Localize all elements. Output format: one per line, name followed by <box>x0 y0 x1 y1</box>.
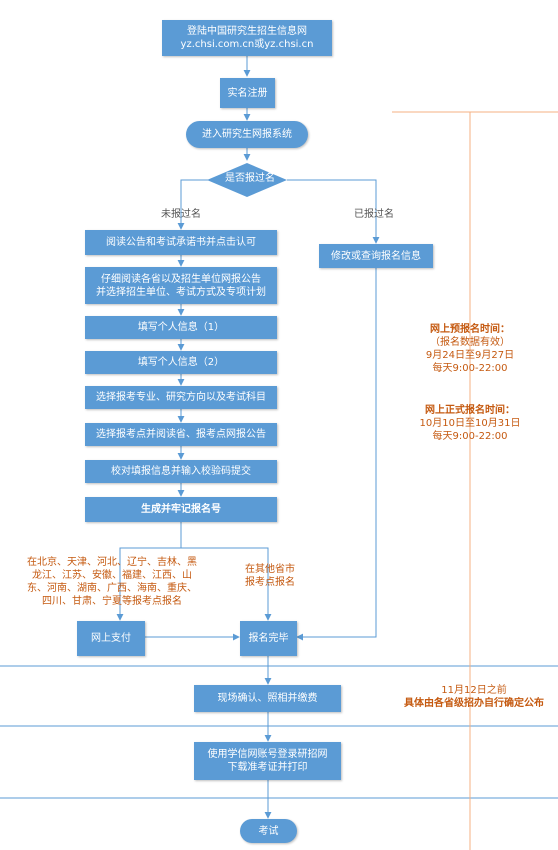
other-line-1: 在其他省市 <box>245 564 295 575</box>
step-registration-number[interactable]: 生成并牢记报名号 <box>85 497 277 522</box>
branch-label-no: 未报过名 <box>161 209 201 220</box>
other-provinces-note: 在其他省市 报考点报名 <box>238 563 302 589</box>
download-admission-box[interactable]: 使用学信网账号登录研招网 下载准考证并打印 <box>194 742 341 780</box>
pre-registration-dates: 9月24日至9月27日 <box>425 350 515 361</box>
step-select-unit-line2: 并选择招生单位、考试方式及专项计划 <box>96 286 266 298</box>
provinces-line-3: 东、河南、湖南、广西、海南、重庆、 <box>27 583 197 594</box>
provinces-line-1: 在北京、天津、河北、辽宁、吉林、黑 <box>27 557 197 568</box>
register-box[interactable]: 实名注册 <box>220 78 275 108</box>
start-box[interactable]: 登陆中国研究生招生信息网 yz.chsi.com.cn或yz.chsi.cn <box>162 20 332 56</box>
branch-label-yes: 已报过名 <box>354 209 394 220</box>
step-select-unit-line1: 仔细阅读各省以及招生单位网报公告 <box>101 273 261 285</box>
other-line-2: 报考点报名 <box>245 577 295 588</box>
provinces-note: 在北京、天津、河北、辽宁、吉林、黑 龙江、江苏、安徽、福建、江西、山 东、河南、… <box>12 556 212 608</box>
download-line-2: 下载准考证并打印 <box>227 762 308 773</box>
decision-diamond <box>207 163 287 197</box>
step-read-announcement[interactable]: 阅读公告和考试承诺书并点击认可 <box>85 230 277 255</box>
modify-query-box[interactable]: 修改或查询报名信息 <box>319 244 433 268</box>
start-title: 登陆中国研究生招生信息网 <box>187 26 307 37</box>
formal-registration-title: 网上正式报名时间： <box>425 405 515 416</box>
step-select-unit[interactable]: 仔细阅读各省以及招生单位网报公告 并选择招生单位、考试方式及专项计划 <box>85 267 277 304</box>
step-verify-submit[interactable]: 校对填报信息并输入校验码提交 <box>85 460 277 483</box>
pre-registration-note: 网上预报名时间： （报名数据有效） 9月24日至9月27日 每天9:00-22:… <box>404 323 536 375</box>
step-select-exam-site[interactable]: 选择报考点并阅读省、报考点网报公告 <box>85 423 277 446</box>
provinces-line-4: 四川、甘肃、宁夏等报考点报名 <box>42 596 182 607</box>
pre-registration-daily: 每天9:00-22:00 <box>432 363 508 374</box>
decision-text: 是否报过名 <box>225 173 275 184</box>
formal-registration-note: 网上正式报名时间： 10月10日至10月31日 每天9:00-22:00 <box>404 404 536 443</box>
download-line-1: 使用学信网账号登录研招网 <box>207 749 328 760</box>
step-personal-info-1[interactable]: 填写个人信息（1） <box>85 316 277 339</box>
exam-box[interactable]: 考试 <box>240 819 297 843</box>
formal-registration-daily: 每天9:00-22:00 <box>432 431 508 442</box>
confirm-deadline-note: 11月12日之前 具体由各省级招办自行确定公布 <box>394 684 554 710</box>
step-select-major[interactable]: 选择报考专业、研究方向以及考试科目 <box>85 386 277 409</box>
online-payment-box[interactable]: 网上支付 <box>77 621 145 656</box>
confirm-deadline-detail: 具体由各省级招办自行确定公布 <box>404 698 544 709</box>
provinces-line-2: 龙江、江苏、安徽、福建、江西、山 <box>32 570 192 581</box>
registration-complete-box[interactable]: 报名完毕 <box>240 621 297 656</box>
step-personal-info-2[interactable]: 填写个人信息（2） <box>85 351 277 374</box>
confirm-deadline-date: 11月12日之前 <box>441 685 507 696</box>
onsite-confirm-box[interactable]: 现场确认、照相并缴费 <box>194 685 341 712</box>
start-url: yz.chsi.com.cn或yz.chsi.cn <box>180 39 314 50</box>
pre-registration-sub: （报名数据有效） <box>430 337 510 348</box>
enter-system-box[interactable]: 进入研究生网报系统 <box>186 121 308 148</box>
formal-registration-dates: 10月10日至10月31日 <box>419 418 521 429</box>
pre-registration-title: 网上预报名时间： <box>430 324 510 335</box>
